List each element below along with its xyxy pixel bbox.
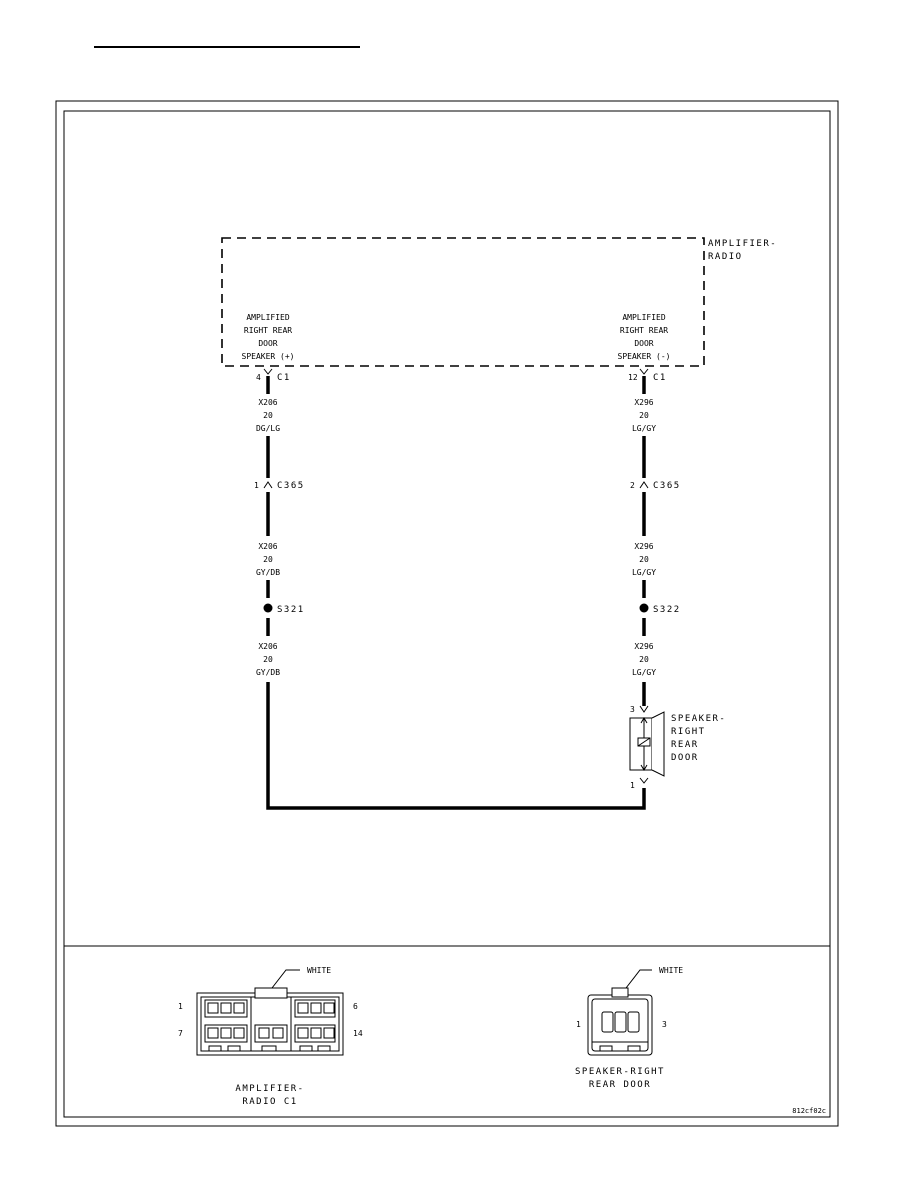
splice-s322-dot: [639, 603, 649, 613]
speaker-pin-top: 3: [630, 705, 635, 714]
speaker-label-3: REAR: [671, 740, 699, 750]
left-seg3-circuit: X206: [258, 642, 277, 651]
speaker-view-pin-1: 1: [576, 1020, 581, 1029]
inner-frame: [63, 110, 831, 1118]
speaker-view-pin-3: 3: [662, 1020, 667, 1029]
c1-right-connector-symbol: [639, 368, 649, 375]
c1-right-name: C1: [653, 373, 667, 383]
c365-left-connector-symbol: [263, 481, 273, 489]
c365-right-cavity: 2: [630, 481, 635, 490]
amp-pin-6: 6: [353, 1002, 358, 1011]
right-seg3-color: LG/GY: [632, 668, 656, 677]
amp-view-title-2: RADIO C1: [242, 1097, 297, 1107]
c365-right-connector-symbol: [639, 481, 649, 489]
amp-pin-7: 7: [178, 1029, 183, 1038]
pin-label-left-3: DOOR: [258, 339, 277, 348]
pin-label-right-3: DOOR: [634, 339, 653, 348]
amp-pin-14: 14: [353, 1029, 363, 1038]
right-seg2-gauge: 20: [639, 555, 649, 564]
amp-color-label: WHITE: [307, 966, 331, 975]
splice-s321-label: S321: [277, 605, 305, 615]
right-seg1-circuit: X296: [634, 398, 653, 407]
speaker-color-label: WHITE: [659, 966, 683, 975]
figure-code: 812cf02c: [792, 1107, 826, 1115]
amplifier-radio-module-box: [221, 237, 705, 367]
pin-label-left-1: AMPLIFIED: [246, 313, 290, 322]
speaker-view-title-1: SPEAKER-RIGHT: [575, 1067, 665, 1077]
speaker-pin-bottom: 1: [630, 781, 635, 790]
speaker-symbol: [629, 711, 665, 777]
pin-label-left-2: RIGHT REAR: [244, 326, 292, 335]
speaker-pin3-connector-symbol: [639, 705, 649, 713]
left-seg2-color: GY/DB: [256, 568, 280, 577]
c1-left-name: C1: [277, 373, 291, 383]
pin-label-right-4: SPEAKER (-): [618, 352, 671, 361]
left-seg3-color: GY/DB: [256, 668, 280, 677]
speaker-pin1-connector-symbol: [639, 777, 649, 784]
right-seg3-circuit: X296: [634, 642, 653, 651]
splice-s322-label: S322: [653, 605, 681, 615]
speaker-label-2: RIGHT: [671, 727, 706, 737]
left-return-wire: [266, 682, 646, 810]
amp-pin-1: 1: [178, 1002, 183, 1011]
header-rule: [94, 46, 360, 48]
amp-white-leader: [271, 969, 300, 989]
pin-label-left-4: SPEAKER (+): [242, 352, 295, 361]
right-seg1-color: LG/GY: [632, 424, 656, 433]
speaker-white-leader: [625, 969, 652, 989]
left-seg2-circuit: X206: [258, 542, 277, 551]
left-seg1-gauge: 20: [263, 411, 273, 420]
c1-right-cavity: 12: [628, 373, 638, 382]
left-seg3-gauge: 20: [263, 655, 273, 664]
left-seg1-color: DG/LG: [256, 424, 280, 433]
right-seg3-gauge: 20: [639, 655, 649, 664]
pin-label-right-1: AMPLIFIED: [622, 313, 666, 322]
amp-view-title-1: AMPLIFIER-: [235, 1084, 304, 1094]
left-seg2-gauge: 20: [263, 555, 273, 564]
c365-left-name: C365: [277, 481, 305, 491]
splice-s321-dot: [263, 603, 273, 613]
amp-c1-connector-face: [196, 987, 344, 1056]
speaker-label-1: SPEAKER-: [671, 714, 726, 724]
pin-label-right-2: RIGHT REAR: [620, 326, 668, 335]
speaker-connector-face: [587, 987, 653, 1056]
right-seg1-gauge: 20: [639, 411, 649, 420]
module-label-line1: AMPLIFIER-: [708, 239, 777, 249]
right-seg2-color: LG/GY: [632, 568, 656, 577]
outer-frame: [55, 100, 839, 1127]
speaker-view-title-2: REAR DOOR: [589, 1080, 651, 1090]
module-label-line2: RADIO: [708, 252, 743, 262]
right-seg2-circuit: X296: [634, 542, 653, 551]
c1-left-cavity: 4: [256, 373, 261, 382]
left-seg1-circuit: X206: [258, 398, 277, 407]
c1-left-connector-symbol: [263, 368, 273, 375]
c365-left-cavity: 1: [254, 481, 259, 490]
speaker-label-4: DOOR: [671, 753, 699, 763]
c365-right-name: C365: [653, 481, 681, 491]
